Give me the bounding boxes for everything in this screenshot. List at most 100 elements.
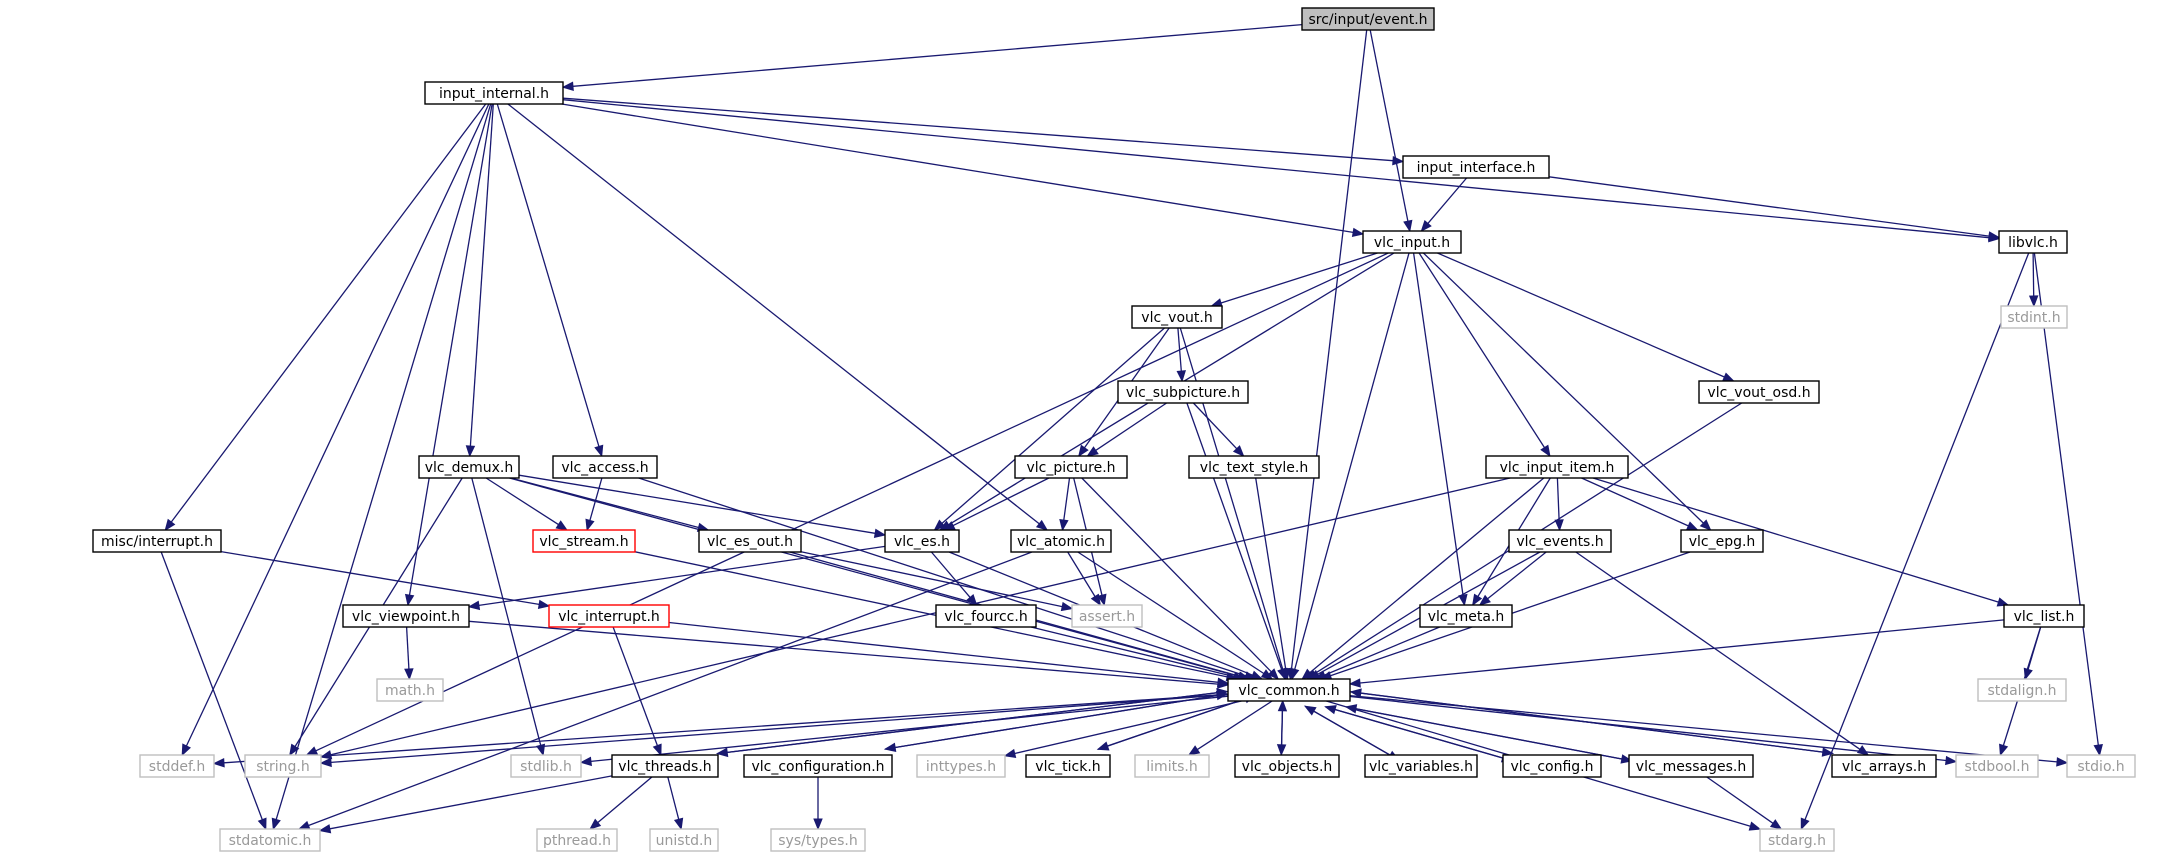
edge-vlc_variables-to-vlc_common [1313, 710, 1400, 761]
node-vlc-fourcc[interactable]: vlc_fourcc.h [935, 604, 1037, 628]
arrowhead-vlc_picture-to-vlc_common [1267, 668, 1280, 680]
arrowhead-vlc_common-to-limits [1187, 745, 1201, 756]
node-label: vlc_atomic.h [1017, 534, 1105, 550]
arrowhead-input_interface-to-vlc_input [1420, 219, 1432, 233]
node-vlc-atomic[interactable]: vlc_atomic.h [1010, 529, 1112, 553]
node-label: vlc_common.h [1238, 683, 1339, 699]
node-vlc-stream[interactable]: vlc_stream.h [532, 529, 636, 553]
node-vlc-vout-osd[interactable]: vlc_vout_osd.h [1698, 380, 1820, 404]
node-label: vlc_epg.h [1689, 534, 1756, 550]
node-vlc-demux[interactable]: vlc_demux.h [418, 455, 520, 479]
edge-vlc_subpicture-to-vlc_common [1186, 402, 1283, 670]
edge-vlc_tick-to-vlc_common [1097, 697, 1246, 750]
edge-vlc_vout-to-vlc_common [1179, 327, 1284, 670]
node-vlc-es[interactable]: vlc_es.h [884, 529, 960, 553]
arrowhead-vlc_atomic-to-assert [1090, 593, 1102, 607]
edge-vlc_common-to-string [330, 693, 1229, 764]
node-input-interface[interactable]: input_interface.h [1402, 155, 1550, 179]
node-vlc-list[interactable]: vlc_list.h [2003, 604, 2085, 628]
node-label: vlc_interrupt.h [558, 609, 660, 625]
node-vlc-interrupt[interactable]: vlc_interrupt.h [548, 604, 670, 628]
node-label: stdbool.h [1965, 759, 2030, 775]
node-vlc-es-out[interactable]: vlc_es_out.h [698, 529, 802, 553]
node-vlc-input[interactable]: vlc_input.h [1362, 230, 1462, 254]
arrowhead-vlc_vout-to-vlc_es [933, 519, 946, 531]
node-box [1131, 305, 1223, 329]
node-vlc-input-item[interactable]: vlc_input_item.h [1485, 455, 1629, 479]
edge-vlc_picture-to-vlc_atomic [1063, 477, 1071, 521]
node-label: vlc_viewpoint.h [352, 609, 460, 625]
arrowhead-vlc_interrupt-to-vlc_threads [652, 743, 662, 757]
arrowhead-vlc_input-to-vlc_vout_osd [1722, 372, 1735, 382]
arrowhead-vlc_es-to-vlc_common [1250, 670, 1264, 680]
node-vlc-configuration[interactable]: vlc_configuration.h [743, 754, 893, 778]
node-box [1301, 7, 1435, 31]
node-vlc-messages[interactable]: vlc_messages.h [1628, 754, 1754, 778]
edge-vlc_interrupt-to-vlc_common [668, 621, 1219, 683]
arrowhead-vlc_common-to-string [319, 757, 332, 768]
edge-vlc_es-to-vlc_viewpoint [478, 545, 886, 607]
edge-vlc_subpicture-to-vlc_text_style [1192, 402, 1238, 450]
node-vlc-variables[interactable]: vlc_variables.h [1364, 754, 1478, 778]
node-vlc-objects[interactable]: vlc_objects.h [1234, 754, 1340, 778]
edge-vlc_vout-to-vlc_es [941, 327, 1165, 524]
edge-vlc_access-to-vlc_common [638, 477, 1247, 677]
node-vlc-tick[interactable]: vlc_tick.h [1025, 754, 1111, 778]
arrowhead-vlc_es_out-to-assert [1060, 601, 1074, 612]
edge-vlc_input-to-vlc_common [1294, 252, 1410, 670]
node-box [611, 754, 719, 778]
arrowhead-misc_interrupt-to-stdatomic [257, 817, 267, 831]
arrowhead-vlc_input-to-vlc_epg [1699, 519, 1712, 531]
node-label: vlc_variables.h [1369, 759, 1473, 775]
arrowhead-input_internal-to-vlc_viewpoint [404, 593, 415, 607]
node-vlc-viewpoint[interactable]: vlc_viewpoint.h [342, 604, 470, 628]
node-event[interactable]: src/input/event.h [1301, 7, 1435, 31]
node-box [1362, 230, 1462, 254]
edge-vlc_input-to-vlc_epg [1422, 252, 1704, 524]
edge-input_internal-to-vlc_access [496, 103, 600, 447]
node-vlc-meta[interactable]: vlc_meta.h [1419, 604, 1513, 628]
node-box [424, 81, 564, 105]
node-box [698, 529, 802, 553]
arrowhead-vlc_input_item-to-vlc_common [1301, 668, 1314, 680]
node-stdarg: stdarg.h [1759, 828, 1835, 852]
node-vlc-arrays[interactable]: vlc_arrays.h [1831, 754, 1937, 778]
edge-vlc_input-to-vlc_meta [1412, 252, 1464, 596]
edge-vlc_text_style-to-vlc_common [1255, 477, 1287, 670]
node-assert: assert.h [1071, 604, 1143, 628]
edge-vlc_config-to-vlc_common [1334, 708, 1513, 762]
arrowhead-input_internal-to-input_interface [1392, 156, 1405, 166]
node-vlc-common[interactable]: vlc_common.h [1227, 678, 1351, 702]
node-libvlc[interactable]: libvlc.h [1998, 230, 2068, 254]
arrowhead-vlc_demux-to-vlc_es [873, 528, 887, 538]
edge-vlc_picture-to-vlc_common [1081, 477, 1272, 673]
node-vlc-subpicture[interactable]: vlc_subpicture.h [1117, 380, 1249, 404]
arrowhead-vlc_text_style-to-vlc_common [1280, 667, 1291, 681]
arrowhead-input_internal-to-vlc_atomic [1035, 519, 1049, 531]
node-label: unistd.h [656, 833, 713, 849]
node-vlc-picture[interactable]: vlc_picture.h [1014, 455, 1128, 479]
node-vlc-text-style[interactable]: vlc_text_style.h [1188, 455, 1320, 479]
node-vlc-events[interactable]: vlc_events.h [1508, 529, 1612, 553]
edge-input_internal-to-vlc_viewpoint [408, 103, 493, 596]
edge-vlc_threads-to-unistd [667, 776, 680, 820]
node-vlc-vout[interactable]: vlc_vout.h [1131, 305, 1223, 329]
node-vlc-access[interactable]: vlc_access.h [552, 455, 658, 479]
node-vlc-threads[interactable]: vlc_threads.h [611, 754, 719, 778]
node-box [552, 455, 658, 479]
node-stdio: stdio.h [2066, 754, 2136, 778]
arrowhead-vlc_common-to-stdlib [579, 756, 592, 767]
edge-libvlc-to-stdint [2032, 252, 2035, 297]
node-misc-interrupt[interactable]: misc/interrupt.h [92, 529, 222, 553]
node-box [1508, 529, 1612, 553]
node-input-internal[interactable]: input_internal.h [424, 81, 564, 105]
node-vlc-epg[interactable]: vlc_epg.h [1680, 529, 1764, 553]
node-label: vlc_stream.h [539, 534, 628, 550]
node-vlc-config[interactable]: vlc_config.h [1502, 754, 1602, 778]
arrowhead-vlc_vout-to-vlc_picture [1078, 444, 1089, 458]
node-box [935, 604, 1037, 628]
node-label: stdarg.h [1768, 833, 1826, 849]
node-box [1188, 455, 1320, 479]
edge-vlc_demux-to-vlc_stream [485, 477, 559, 526]
node-box [1998, 230, 2068, 254]
